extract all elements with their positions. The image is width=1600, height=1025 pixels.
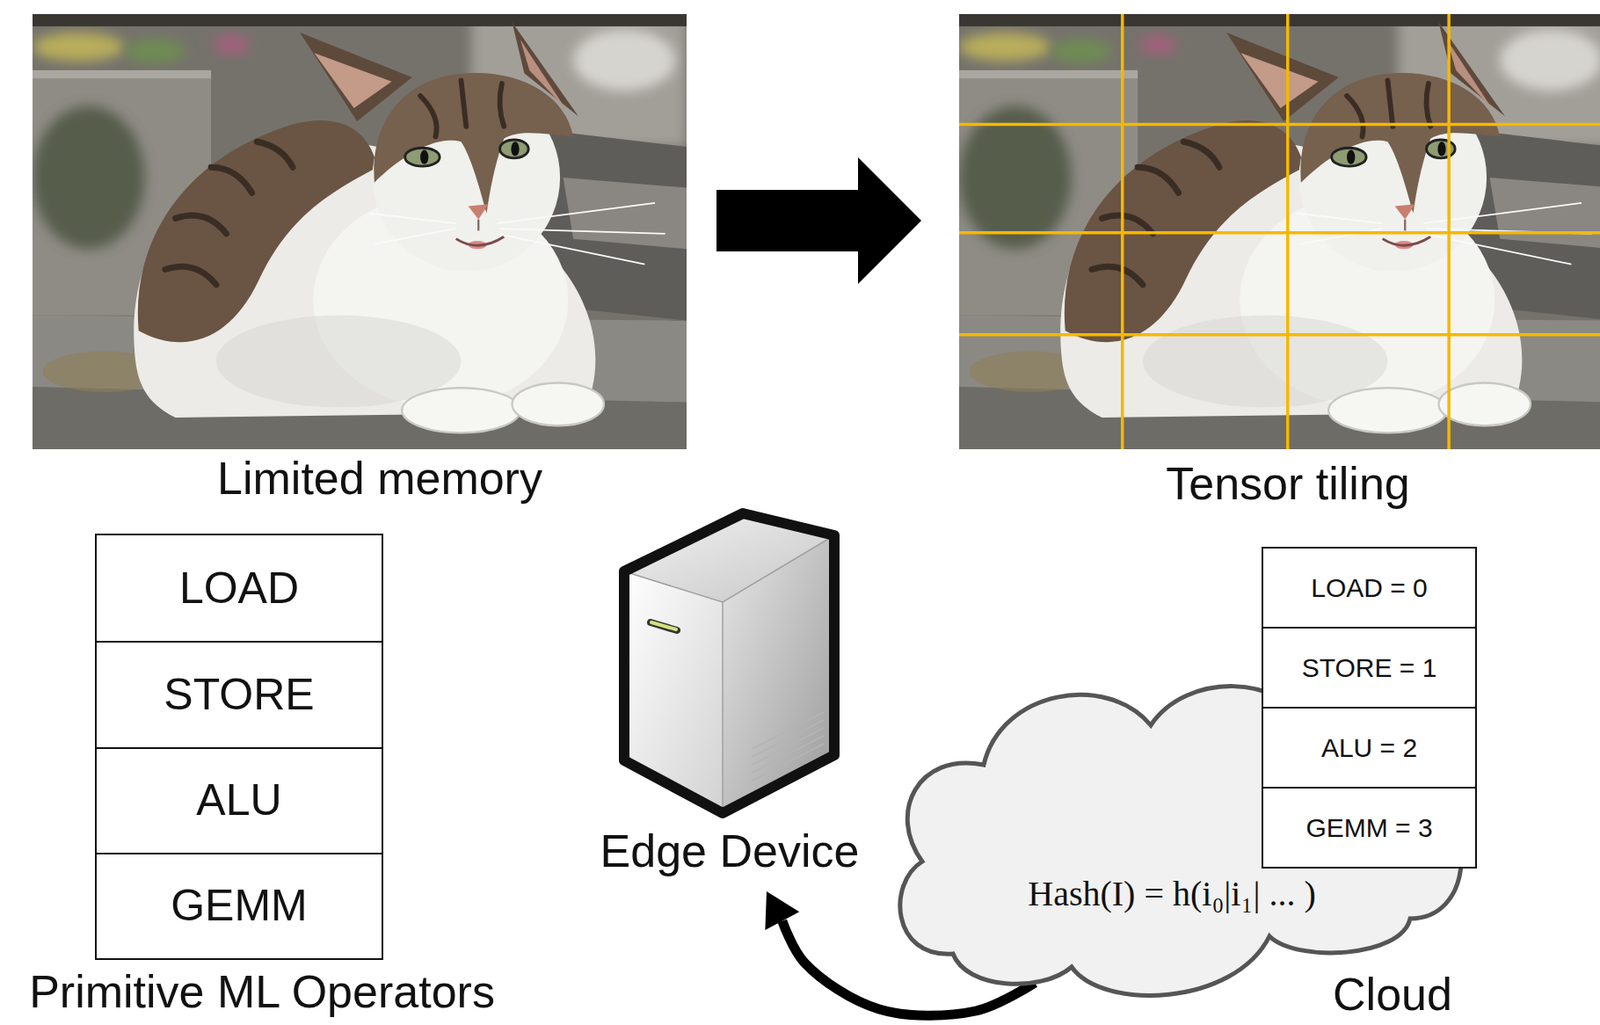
- arrow-head: [764, 891, 800, 931]
- row-label: STORE: [163, 670, 314, 720]
- server-icon: [624, 513, 835, 814]
- row-label: ALU = 2: [1321, 733, 1418, 763]
- operator-row: STORE: [96, 640, 382, 747]
- arrow-shaft: [716, 189, 859, 252]
- photo-panel: Limited memory: [32, 14, 687, 450]
- row-label: ALU: [196, 776, 282, 825]
- opcode-row: LOAD = 0: [1261, 546, 1477, 629]
- opcode-row: GEMM = 3: [1261, 786, 1477, 869]
- row-label: STORE = 1: [1301, 653, 1438, 683]
- table-caption: Primitive ML Operators: [29, 967, 495, 1018]
- arrow-head: [858, 157, 922, 284]
- edge-device: Edge Device: [597, 508, 862, 887]
- device-label: Edge Device: [600, 826, 860, 877]
- cloud-label: Cloud: [1332, 969, 1453, 1020]
- opcode-row: ALU = 2: [1261, 706, 1477, 789]
- operator-row: GEMM: [96, 852, 382, 959]
- flow-arrow: [716, 157, 922, 284]
- operator-row: LOAD: [96, 535, 382, 641]
- tile-grid: [959, 14, 1600, 450]
- row-label: GEMM: [170, 881, 308, 931]
- opcode-row: STORE = 1: [1261, 626, 1477, 709]
- cat-photo: [32, 14, 687, 450]
- hash-formula: Hash(I) = h(i₀|i₁| ... ): [1027, 874, 1317, 914]
- cloud-outline-path: [900, 686, 1462, 997]
- tiled-cat-photo: [959, 14, 1600, 450]
- row-label: LOAD: [179, 564, 299, 613]
- cat-image: [32, 14, 687, 450]
- image-caption: Limited memory: [217, 453, 543, 504]
- image-caption: Tensor tiling: [1165, 458, 1410, 510]
- row-label: GEMM = 3: [1305, 813, 1433, 843]
- operator-row: ALU: [96, 747, 382, 853]
- row-label: LOAD = 0: [1310, 573, 1428, 603]
- cat-image: [959, 14, 1600, 450]
- tiled-photo-panel: Tensor tiling: [959, 14, 1600, 450]
- operator-table: LOADSTOREALUGEMMPrimitive ML Operators: [94, 533, 384, 960]
